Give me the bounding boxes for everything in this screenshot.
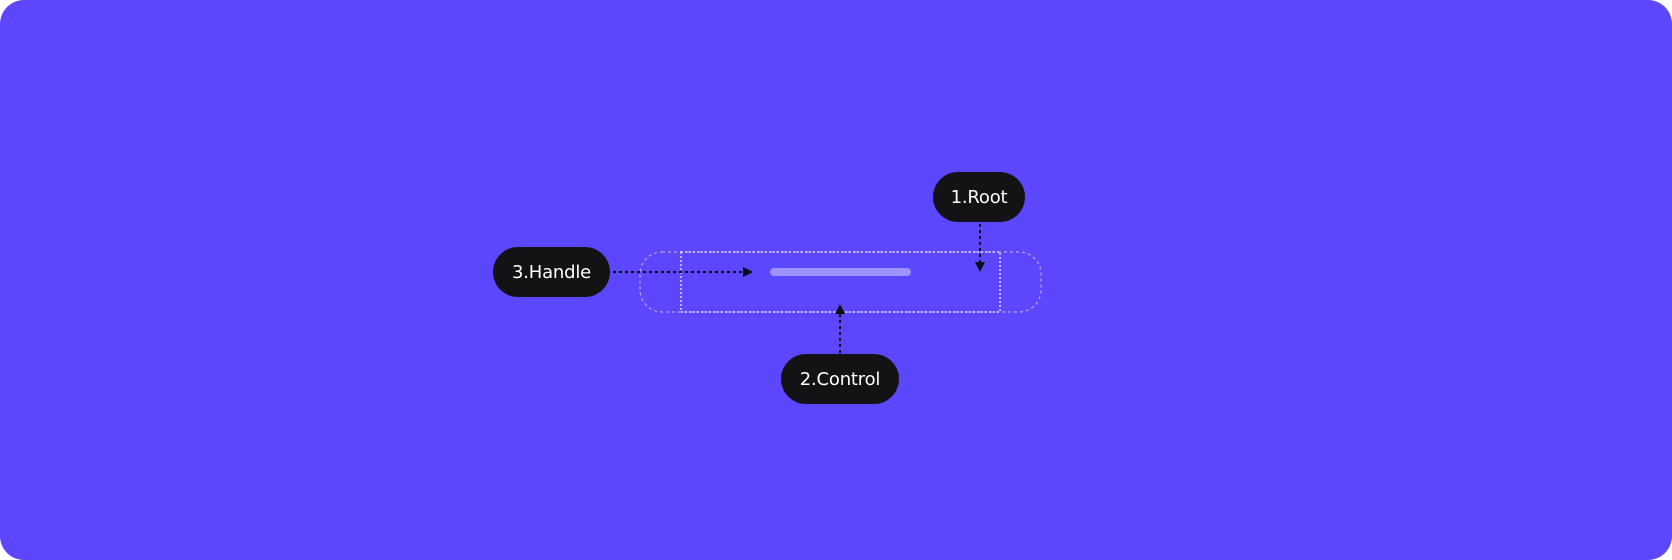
control-label: 2.Control	[781, 354, 899, 404]
handle-bar	[770, 268, 911, 276]
control-outline	[680, 251, 1001, 313]
handle-label: 3.Handle	[493, 247, 610, 297]
root-label: 1.Root	[933, 172, 1025, 222]
